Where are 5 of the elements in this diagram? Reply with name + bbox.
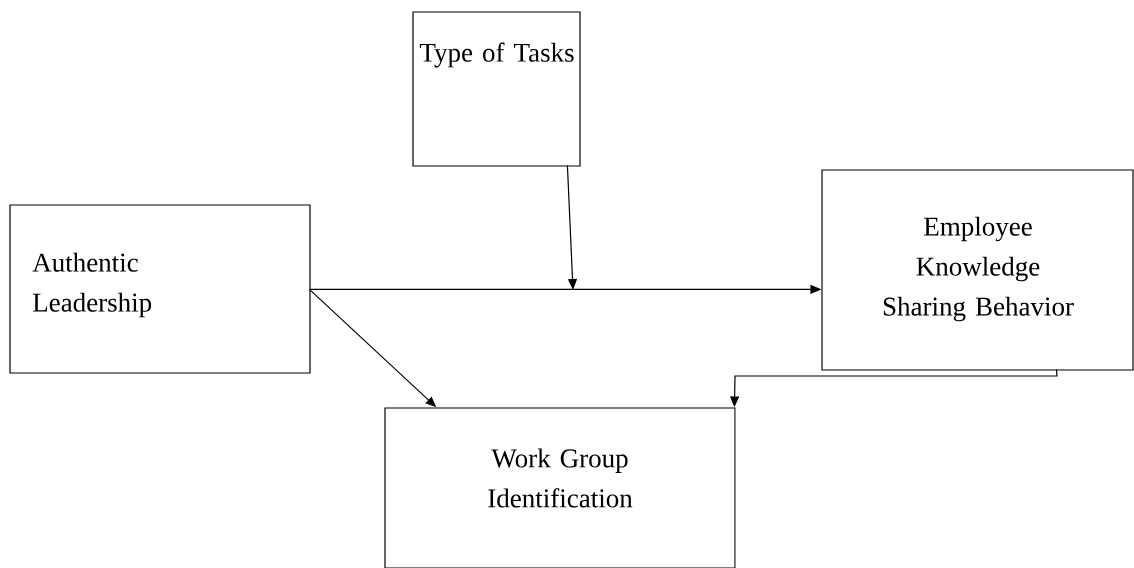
arrow — [566, 164, 578, 290]
text-box: Type of Tasks — [412, 11, 581, 167]
text-box: Work Group Identification — [384, 407, 736, 568]
text-box: Employee Knowledge Sharing Behavior — [821, 169, 1134, 371]
text-box: Authentic Leadership — [9, 204, 311, 374]
